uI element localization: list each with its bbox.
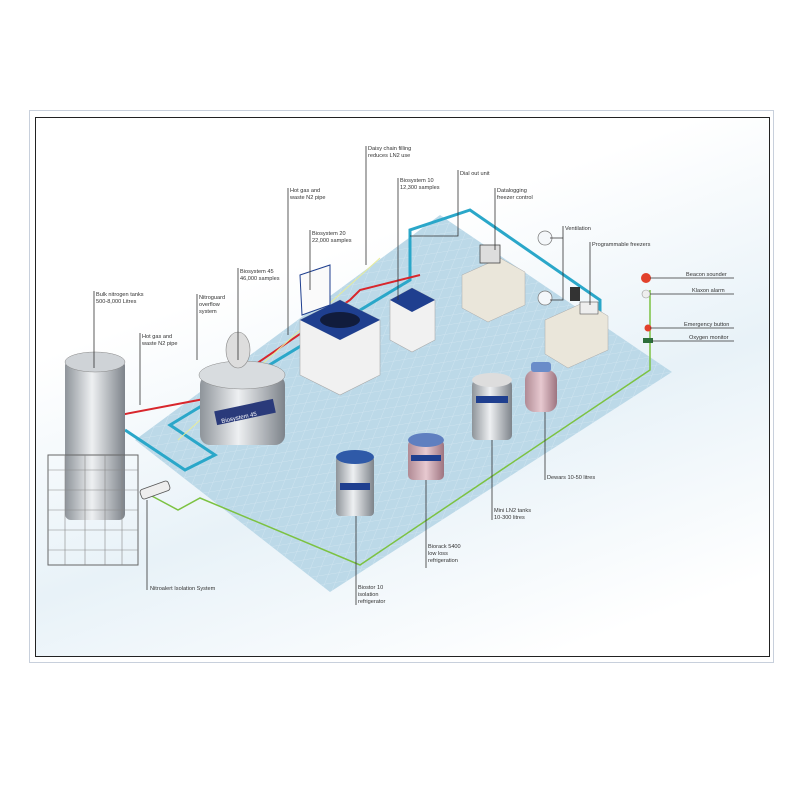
label-beacon: Beacon sounder <box>686 272 727 278</box>
label-hot-gas-1-2: waste N2 pipe <box>141 341 177 347</box>
label-bulk-tanks: Bulk nitrogen tanks <box>96 292 144 298</box>
label-emergency: Emergency button <box>684 322 729 328</box>
label-biosystem20: Biosystem 20 <box>312 231 346 237</box>
klaxon-alarm <box>641 289 651 299</box>
oxygen-monitor <box>643 338 653 343</box>
label-biostor: Biostor 10 <box>358 585 383 591</box>
beacon-sounder <box>641 273 651 283</box>
label-dewars: Dewars 10-50 litres <box>547 475 595 481</box>
nitroalert-unit <box>139 480 171 500</box>
biosystem-45: Biosystem 45 <box>198 331 286 445</box>
label-biosystem10-2: 12,300 samples <box>400 185 440 191</box>
label-biostor-3: refrigerator <box>358 599 385 605</box>
ventilation-fan-2 <box>537 290 553 306</box>
floor-grid <box>135 215 672 592</box>
label-programmable: Programmable freezers <box>592 242 651 248</box>
label-biosystem45: Biosystem 45 <box>240 269 274 275</box>
label-datalogging: Datalogging <box>497 188 527 194</box>
label-dial-out: Dial out unit <box>460 171 490 177</box>
alarm-wire <box>149 290 651 566</box>
biosystem-10 <box>389 287 436 353</box>
label-nitroguard-3: system <box>199 309 217 315</box>
label-biostor-2: isolation <box>358 592 379 598</box>
biorack-5400 <box>408 433 444 480</box>
label-nitroguard: Nitroguard <box>199 295 225 301</box>
programmable-freezers-desk <box>544 287 609 369</box>
label-mini-tanks-2: 10-300 litres <box>494 515 525 521</box>
bulk-nitrogen-tank <box>47 351 139 566</box>
label-datalogging-2: freezer control <box>497 195 533 201</box>
label-nitroalert: Nitroalert Isolation System <box>150 586 216 592</box>
label-biorack-2: low loss <box>428 551 448 557</box>
biosystem-20 <box>299 264 381 396</box>
label-nitroguard-2: overflow <box>199 302 221 308</box>
mini-ln2-tank <box>472 373 512 440</box>
label-daisy-chain-2: reduces LN2 use <box>368 153 410 159</box>
label-klaxon: Klaxon alarm <box>692 288 725 294</box>
label-biosystem20-2: 22,000 samples <box>312 238 352 244</box>
label-biosystem10: Biosystem 10 <box>400 178 434 184</box>
label-daisy-chain: Daisy chain filling <box>368 146 411 152</box>
label-bulk-tanks-2: 500-8,000 Litres <box>96 299 137 305</box>
ln2-pipe <box>124 208 602 472</box>
biostor-10 <box>336 450 374 516</box>
label-biorack-3: refrigeration <box>428 558 458 564</box>
emergency-button <box>644 324 652 332</box>
label-hot-gas-1: Hot gas and <box>142 334 172 340</box>
leader-lines <box>93 146 734 605</box>
label-hot-gas-2: Hot gas and <box>290 188 320 194</box>
ventilation-fan-1 <box>537 230 553 246</box>
dewar <box>525 362 557 412</box>
label-oxygen: Oxygen monitor <box>689 335 729 341</box>
label-biorack: Biorack 5400 <box>428 544 461 550</box>
label-biosystem45-2: 46,000 samples <box>240 276 280 282</box>
label-ventilation: Ventilation <box>565 226 591 232</box>
label-hot-gas-2-2: waste N2 pipe <box>289 195 325 201</box>
label-mini-tanks: Mini LN2 tanks <box>494 508 531 514</box>
